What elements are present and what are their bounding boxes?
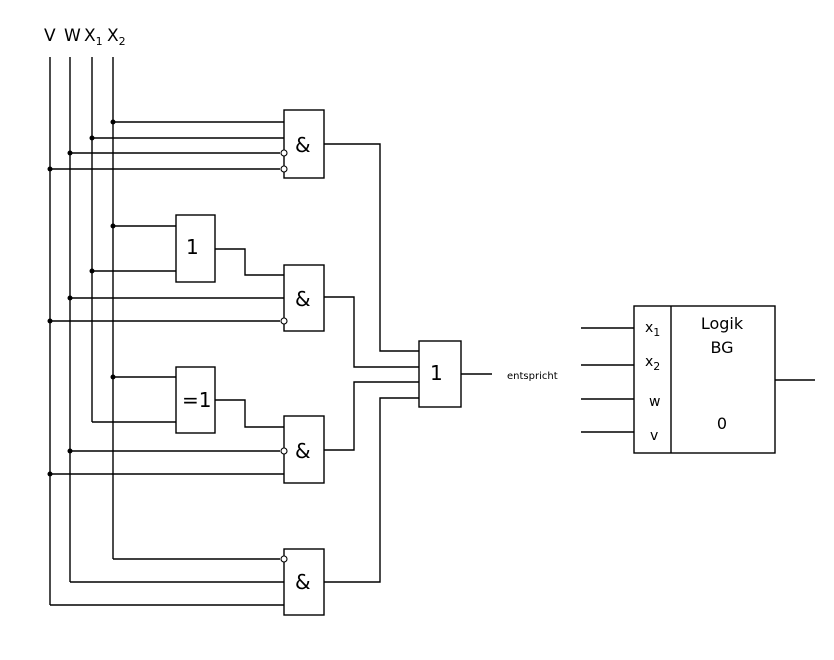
input-label-w: W xyxy=(64,26,81,46)
output-or-gate-symbol: 1 xyxy=(430,361,443,385)
and-gate-1-symbol: & xyxy=(295,133,311,157)
and-gate-3-symbol: & xyxy=(295,439,311,463)
or-gate xyxy=(175,214,216,283)
logic-block-value: 0 xyxy=(717,414,727,433)
input-label-x1: X1 xyxy=(84,26,103,48)
and-gate-1-group: & xyxy=(47,109,325,179)
negation-circle xyxy=(280,317,288,325)
input-label-x2: X2 xyxy=(107,26,126,48)
negation-circle xyxy=(280,555,288,563)
and-gate-4 xyxy=(283,548,325,616)
negation-circle xyxy=(280,447,288,455)
logic-block-pin-w: w xyxy=(649,394,660,410)
negation-circle xyxy=(280,149,288,157)
logic-block-subtitle: BG xyxy=(710,338,733,357)
and-gate-2-symbol: & xyxy=(295,287,311,311)
and-gate-2-group: & xyxy=(47,264,325,332)
and-gate-1 xyxy=(283,109,325,179)
output-label: entspricht xyxy=(507,371,558,382)
logic-block-group: x1 x2 w v Logik BG 0 xyxy=(581,305,815,454)
or-gate-group: 1 xyxy=(89,214,284,283)
and-gate-2 xyxy=(283,264,325,332)
output-or-gate xyxy=(418,340,462,408)
xor-gate-group: =1 xyxy=(92,366,284,434)
negation-circle xyxy=(280,165,288,173)
logic-block-title: Logik xyxy=(701,314,744,333)
logic-block xyxy=(633,305,776,454)
input-buses xyxy=(49,57,114,605)
and-gate-4-symbol: & xyxy=(295,570,311,594)
xor-gate xyxy=(175,366,216,434)
output-connections xyxy=(324,143,419,583)
and-gate-4-group: & xyxy=(50,548,325,616)
logic-block-pin-x2: x2 xyxy=(645,354,660,373)
input-label-v: V xyxy=(44,26,56,46)
or-gate-symbol: 1 xyxy=(186,235,199,259)
xor-gate-symbol: =1 xyxy=(182,388,211,412)
logic-block-pin-v: v xyxy=(650,428,658,444)
logic-block-pin-x1: x1 xyxy=(645,320,660,339)
